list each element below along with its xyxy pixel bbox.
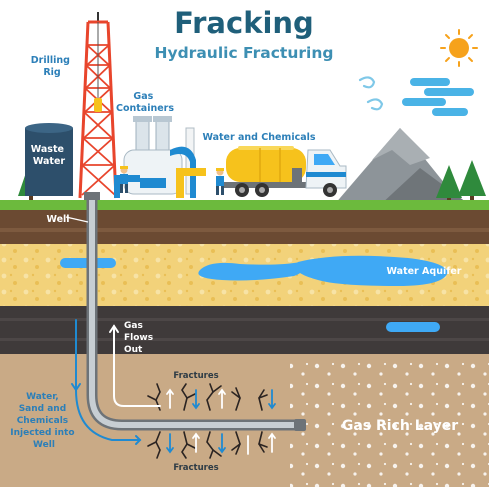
label-fractures-top: Fractures bbox=[173, 371, 218, 381]
label-drilling-rig: Drilling Rig bbox=[31, 55, 73, 78]
label-gas-rich-layer: Gas Rich Layer bbox=[342, 418, 458, 434]
page-title: Fracking bbox=[174, 6, 314, 40]
topsoil-layer bbox=[0, 210, 489, 244]
water-chemicals-truck bbox=[224, 146, 347, 197]
worker-icon bbox=[216, 168, 224, 195]
label-waste-water: Waste Water bbox=[31, 144, 68, 167]
label-well: Well bbox=[46, 214, 69, 225]
label-injected: Water, Sand and Chemicals Injected into … bbox=[10, 392, 77, 450]
injection-arrows bbox=[71, 319, 142, 445]
label-water-aquifer: Water Aquifer bbox=[387, 266, 462, 277]
label-water-chemicals: Water and Chemicals bbox=[202, 132, 315, 143]
water-pocket bbox=[386, 322, 440, 332]
label-gas-flows-out: Gas Flows Out bbox=[124, 321, 156, 355]
well-leader-line bbox=[65, 216, 89, 223]
label-fractures-bottom: Fractures bbox=[173, 463, 218, 473]
label-gas-containers: Gas Containers bbox=[116, 91, 174, 114]
fracture-arrows bbox=[166, 388, 276, 454]
waste-water-tank bbox=[25, 123, 73, 196]
sun-icon bbox=[440, 29, 478, 67]
page-subtitle: Hydraulic Fracturing bbox=[155, 44, 334, 62]
worker-icon bbox=[120, 166, 128, 193]
gas-out-arrow bbox=[109, 324, 161, 407]
well-pipe bbox=[84, 192, 306, 431]
wind-swirl-icon bbox=[358, 76, 384, 111]
drilling-rig bbox=[78, 12, 118, 199]
grass-layer bbox=[0, 200, 489, 210]
water-aquifer bbox=[60, 255, 448, 286]
cloud-icon bbox=[402, 78, 474, 116]
gas-containers bbox=[114, 116, 206, 198]
tree-icon bbox=[436, 165, 462, 204]
tree-icon bbox=[458, 160, 486, 204]
